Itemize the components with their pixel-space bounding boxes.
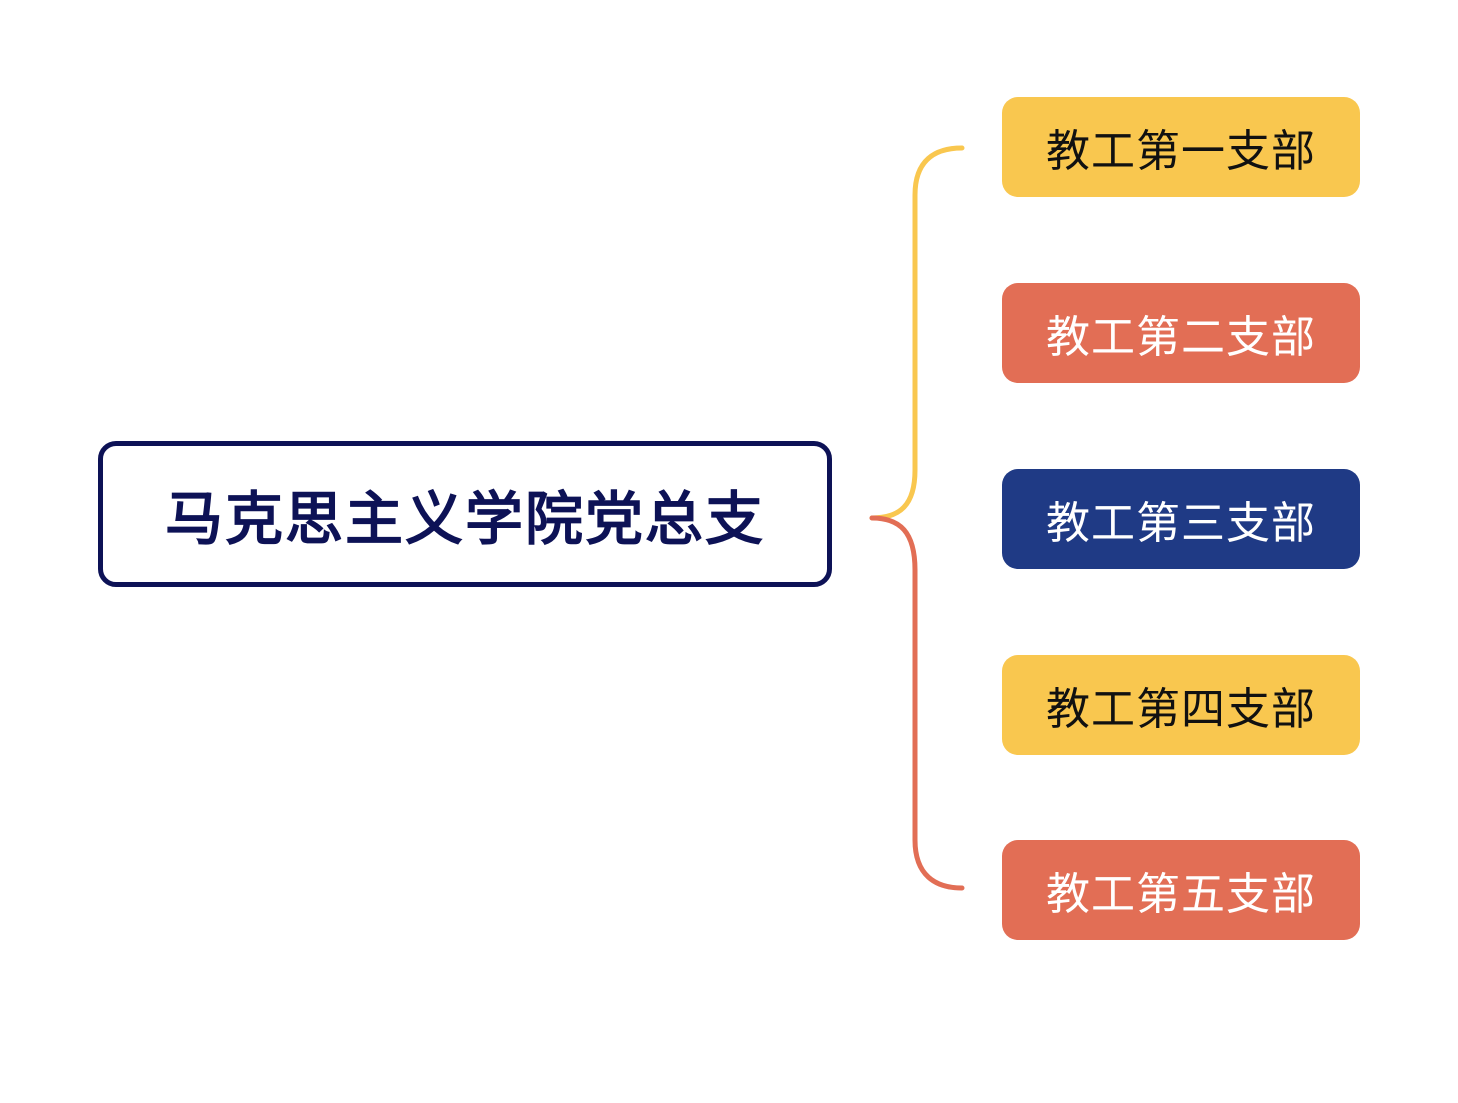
branch-node-label: 教工第二支部 xyxy=(1046,312,1316,363)
branch-node[interactable]: 教工第五支部 xyxy=(1002,840,1360,940)
branch-node[interactable]: 教工第一支部 xyxy=(1002,97,1360,197)
branch-node[interactable]: 教工第二支部 xyxy=(1002,283,1360,383)
branch-node-label: 教工第三支部 xyxy=(1046,498,1316,549)
root-node-label: 马克思主义学院党总支 xyxy=(164,485,765,553)
branch-node-label: 教工第一支部 xyxy=(1046,126,1316,177)
root-node[interactable]: 马克思主义学院党总支 xyxy=(98,441,832,587)
branch-node-label: 教工第五支部 xyxy=(1046,869,1316,920)
connector-upper-bracket xyxy=(869,145,965,521)
branch-node[interactable]: 教工第三支部 xyxy=(1002,469,1360,569)
connector-lower-bracket xyxy=(869,515,965,891)
branch-node[interactable]: 教工第四支部 xyxy=(1002,655,1360,755)
branch-node-label: 教工第四支部 xyxy=(1046,684,1316,735)
